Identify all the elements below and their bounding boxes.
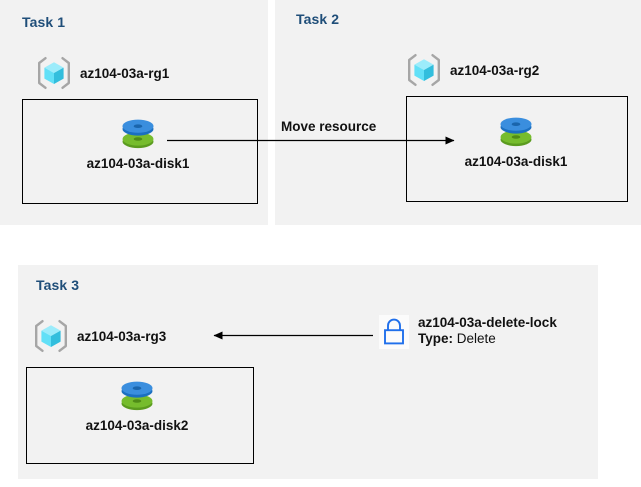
resource-managed-disk-task-1: az104-03a-disk1 <box>63 110 213 171</box>
managed-disk-label-task-1: az104-03a-disk1 <box>86 156 190 171</box>
move-resource-caption: Move resource <box>281 119 377 134</box>
delete-lock-type-line: Type: Delete <box>418 331 557 347</box>
panel-title-task-3: Task 3 <box>36 277 80 293</box>
resource-box-task-2 <box>406 96 628 202</box>
resource-group-label-task-2: az104-03a-rg2 <box>450 62 540 78</box>
managed-disk-icon <box>114 372 160 414</box>
delete-lock-name: az104-03a-delete-lock <box>418 315 557 330</box>
padlock-icon <box>379 315 409 349</box>
panel-title-task-1: Task 1 <box>22 14 66 30</box>
resource-group-cube-icon <box>36 55 72 91</box>
delete-lock-type-value: Delete <box>456 331 496 347</box>
resource-group-task-1: az104-03a-rg1 <box>36 55 169 91</box>
resource-group-label-task-1: az104-03a-rg1 <box>80 65 170 81</box>
delete-lock-block: az104-03a-delete-lock Type: Delete <box>379 315 557 349</box>
resource-group-cube-icon <box>406 52 442 88</box>
managed-disk-icon <box>115 110 161 152</box>
managed-disk-icon <box>493 108 539 150</box>
delete-lock-type-key: Type: <box>418 331 457 347</box>
resource-box-task-1 <box>22 99 258 204</box>
managed-disk-label-task-3: az104-03a-disk2 <box>85 418 189 433</box>
resource-managed-disk-task-2: az104-03a-disk1 <box>436 108 596 169</box>
resource-group-cube-icon <box>33 318 69 354</box>
resource-group-task-3: az104-03a-rg3 <box>33 318 166 354</box>
managed-disk-label-task-2: az104-03a-disk1 <box>464 154 568 169</box>
delete-lock-text: az104-03a-delete-lock Type: Delete <box>418 315 557 348</box>
resource-group-label-task-3: az104-03a-rg3 <box>77 328 167 344</box>
panel-title-task-2: Task 2 <box>296 11 340 27</box>
resource-group-task-2: az104-03a-rg2 <box>406 52 539 88</box>
resource-managed-disk-task-3: az104-03a-disk2 <box>62 372 212 433</box>
